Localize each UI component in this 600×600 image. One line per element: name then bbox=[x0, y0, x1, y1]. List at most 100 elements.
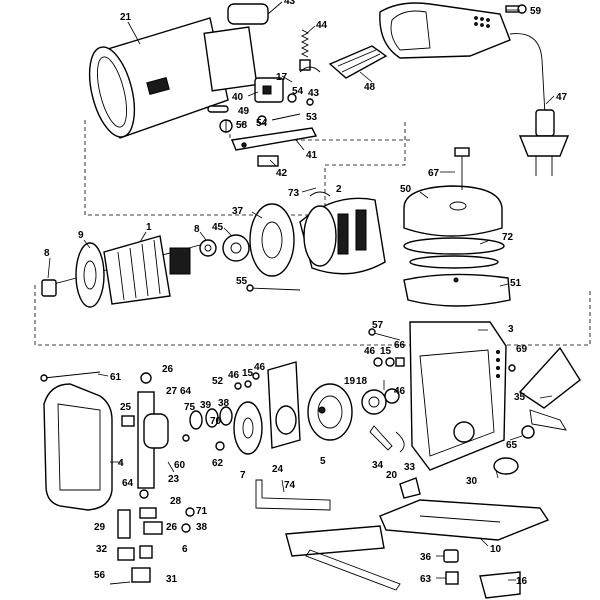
callout-51: 51 bbox=[510, 278, 522, 289]
bearing-18-19 bbox=[361, 388, 400, 415]
callout-33: 33 bbox=[404, 462, 416, 473]
capacitor bbox=[227, 1, 283, 25]
bearing-8b bbox=[199, 239, 217, 257]
callout-20: 20 bbox=[386, 470, 398, 481]
callout-58: 58 bbox=[236, 120, 248, 131]
callout-26-a: 26 bbox=[162, 364, 174, 375]
callout-66: 66 bbox=[394, 340, 406, 351]
bolt-55 bbox=[246, 284, 301, 292]
screw-69 bbox=[508, 364, 516, 372]
callout-61: 61 bbox=[110, 372, 122, 383]
callout-32: 32 bbox=[96, 544, 108, 555]
callout-9: 9 bbox=[78, 230, 84, 241]
callout-27: 27 bbox=[166, 386, 178, 397]
callout-50: 50 bbox=[400, 184, 412, 195]
callout-69: 69 bbox=[516, 344, 528, 355]
callout-18: 18 bbox=[356, 376, 368, 387]
screws-36-63 bbox=[443, 549, 459, 585]
callout-28: 28 bbox=[170, 496, 182, 507]
callout-64-b: 64 bbox=[122, 478, 134, 489]
callout-10: 10 bbox=[490, 544, 502, 555]
guard-35 bbox=[518, 346, 581, 431]
fan-baffle-37 bbox=[249, 203, 295, 277]
gear-5 bbox=[307, 383, 353, 441]
callout-25: 25 bbox=[120, 402, 132, 413]
callout-56: 56 bbox=[94, 570, 106, 581]
callout-3: 3 bbox=[508, 324, 514, 335]
blade bbox=[285, 525, 401, 591]
callout-43: 43 bbox=[308, 88, 320, 99]
power-cord-plug bbox=[509, 33, 570, 176]
handle-grip bbox=[328, 45, 388, 79]
callout-16: 16 bbox=[516, 576, 528, 587]
callout-4: 4 bbox=[118, 458, 124, 469]
callout-35: 35 bbox=[514, 392, 526, 403]
stator-field bbox=[299, 191, 386, 275]
armature-assembly bbox=[41, 235, 201, 308]
callout-43-top: 43 bbox=[284, 0, 296, 7]
callout-6: 6 bbox=[182, 544, 188, 555]
callout-7: 7 bbox=[240, 470, 246, 481]
callout-75: 75 bbox=[184, 402, 196, 413]
callout-41: 41 bbox=[306, 150, 318, 161]
callout-74: 74 bbox=[284, 480, 296, 491]
callout-38-a: 38 bbox=[218, 398, 230, 409]
callout-42: 42 bbox=[276, 168, 288, 179]
callout-53: 53 bbox=[306, 112, 318, 123]
callout-2: 2 bbox=[336, 184, 342, 195]
callout-65: 65 bbox=[506, 440, 518, 451]
group-outlines bbox=[34, 120, 591, 346]
callout-55: 55 bbox=[236, 276, 248, 287]
brush-holder-assembly bbox=[254, 66, 321, 106]
callout-71: 71 bbox=[196, 506, 208, 517]
callout-15-b: 15 bbox=[242, 368, 254, 379]
callout-labels: 21 43 44 59 17 40 54 43 49 58 54 53 48 4… bbox=[44, 0, 568, 587]
clip-34-33 bbox=[369, 425, 405, 453]
cord-clamp-screw bbox=[207, 105, 267, 133]
housing-dots bbox=[496, 350, 500, 378]
callout-37: 37 bbox=[232, 206, 244, 217]
screw-61 bbox=[40, 371, 101, 382]
gearbox-cover-50 bbox=[403, 185, 505, 269]
callout-73: 73 bbox=[288, 188, 300, 199]
callout-15-a: 15 bbox=[380, 346, 392, 357]
callout-54-a: 54 bbox=[292, 86, 304, 97]
callout-57: 57 bbox=[372, 320, 384, 331]
callout-72: 72 bbox=[502, 232, 514, 243]
callout-38-b: 38 bbox=[196, 522, 208, 533]
callout-5: 5 bbox=[320, 456, 326, 467]
washers-52-46-15 bbox=[234, 372, 260, 390]
callout-31: 31 bbox=[166, 574, 178, 585]
knob-30 bbox=[493, 457, 519, 475]
screw-59 bbox=[505, 4, 527, 14]
callout-1: 1 bbox=[146, 222, 152, 233]
callout-26-b: 26 bbox=[166, 522, 178, 533]
callout-46-c: 46 bbox=[254, 362, 266, 373]
callout-46-b: 46 bbox=[228, 370, 240, 381]
callout-40: 40 bbox=[232, 92, 244, 103]
blade-clamp-74 bbox=[255, 479, 331, 511]
callout-44: 44 bbox=[316, 20, 328, 31]
callout-54-b: 54 bbox=[256, 118, 268, 129]
callout-34: 34 bbox=[372, 460, 384, 471]
callout-24: 24 bbox=[272, 464, 284, 475]
callout-36: 36 bbox=[420, 552, 432, 563]
vent-dots bbox=[474, 16, 490, 28]
callout-62: 62 bbox=[212, 458, 224, 469]
callout-46-a: 46 bbox=[364, 346, 376, 357]
callout-70: 70 bbox=[210, 416, 222, 427]
callout-23: 23 bbox=[168, 474, 180, 485]
callout-8-a: 8 bbox=[194, 224, 200, 235]
callout-46-d: 46 bbox=[394, 386, 406, 397]
gear-housing-3 bbox=[409, 321, 507, 471]
callout-29: 29 bbox=[94, 522, 106, 533]
callout-8-b: 8 bbox=[44, 248, 50, 259]
bearings-38-39-70-75 bbox=[182, 406, 233, 451]
callout-60: 60 bbox=[174, 460, 186, 471]
crank-plate-24 bbox=[267, 361, 301, 449]
callout-47: 47 bbox=[556, 92, 568, 103]
shoe-plate-51 bbox=[403, 273, 511, 307]
knob-65 bbox=[521, 425, 535, 439]
plunger-23 bbox=[121, 372, 169, 489]
callout-59: 59 bbox=[530, 6, 542, 17]
